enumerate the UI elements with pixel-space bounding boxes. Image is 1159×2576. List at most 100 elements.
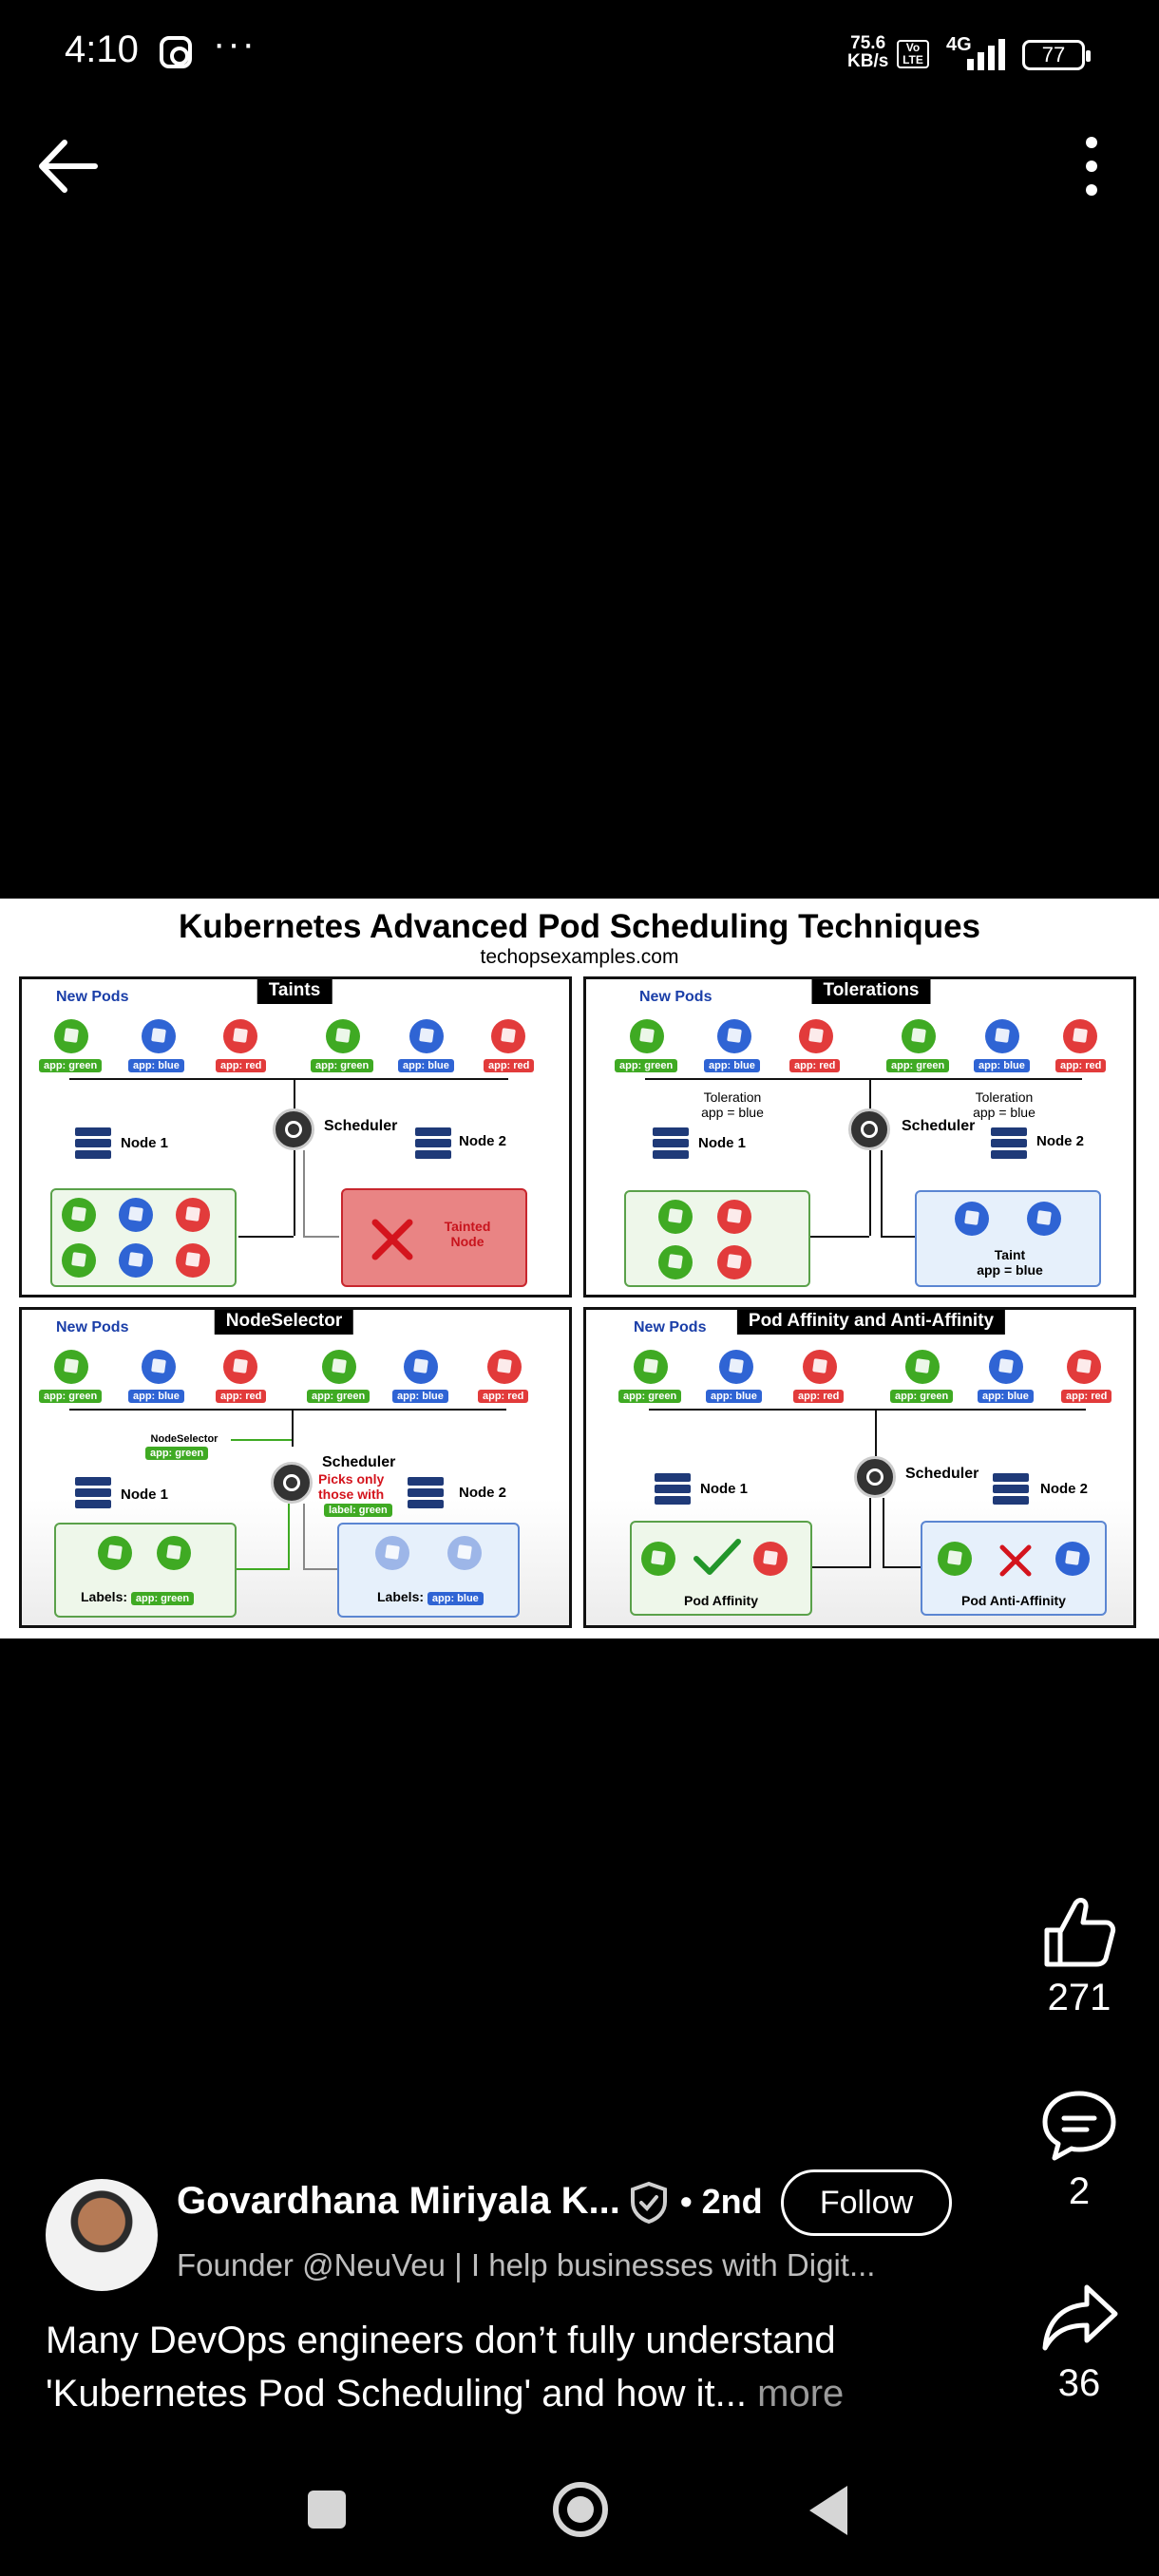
comment-icon: [1042, 2091, 1116, 2161]
pod-green-icon: [630, 1019, 664, 1053]
panel-title-tolerations: Tolerations: [811, 979, 931, 1004]
scheduler-label: Scheduler: [322, 1454, 396, 1470]
post-image[interactable]: Kubernetes Advanced Pod Scheduling Techn…: [0, 899, 1159, 1638]
connection-degree: • 2nd: [680, 2182, 763, 2221]
pod-green-icon: [62, 1243, 96, 1278]
node2-box: Labels: app: blue: [337, 1523, 520, 1618]
label-app-red: app: red: [1055, 1059, 1107, 1072]
panel-title-affinity: Pod Affinity and Anti-Affinity: [736, 1310, 1006, 1335]
label-app-green: app: green: [39, 1059, 103, 1072]
more-vertical-icon[interactable]: [1064, 133, 1121, 199]
label-app-red: app: red: [1061, 1390, 1112, 1403]
network-type: 4G: [946, 34, 972, 55]
pod-green-icon: [902, 1019, 936, 1053]
pod-red-icon: [223, 1350, 257, 1384]
comments-count: 2: [1068, 2170, 1091, 2212]
taint-line2: app = blue: [977, 1262, 1043, 1278]
toleration-note: Toleration app = blue: [957, 1089, 1052, 1120]
scheduler-icon: [271, 1462, 313, 1504]
pod-red-icon: [491, 1019, 525, 1053]
author-name[interactable]: Govardhana Miriyala K...: [177, 2180, 620, 2222]
server-icon: [408, 1477, 444, 1511]
pod-green-icon: [326, 1019, 360, 1053]
pod-green-icon: [905, 1350, 940, 1384]
speed-unit: KB/s: [847, 51, 889, 71]
panel-tolerations: Tolerations New Pods app: green app: blu…: [583, 976, 1136, 1297]
node1-label: Node 1: [121, 1135, 169, 1151]
pod-red-icon: [753, 1542, 788, 1576]
toleration-line1: Toleration: [975, 1089, 1034, 1105]
pod-red-icon: [487, 1350, 522, 1384]
speed-value: 75.6: [850, 33, 886, 53]
volte-top: Vo: [905, 41, 921, 54]
pod-blue-icon: [1027, 1202, 1061, 1236]
pod-green-icon: [641, 1542, 675, 1576]
status-time: 4:10: [65, 28, 139, 70]
pod-blue-icon: [447, 1536, 482, 1570]
pod-green-icon: [54, 1350, 88, 1384]
server-icon: [655, 1473, 691, 1507]
scheduler-icon: [854, 1456, 896, 1498]
tainted-line2: Node: [450, 1234, 484, 1249]
follow-button[interactable]: Follow: [781, 2169, 952, 2236]
post-caption[interactable]: Many DevOps engineers don’t fully unders…: [46, 2314, 920, 2420]
nav-back-icon[interactable]: [809, 2486, 847, 2535]
scheduler-label: Scheduler: [902, 1118, 976, 1134]
pod-blue-icon: [142, 1019, 176, 1053]
pod-green-icon: [322, 1350, 356, 1384]
label-app-blue: app: blue: [706, 1390, 762, 1403]
pod-red-icon: [799, 1019, 833, 1053]
scheduler-label: Scheduler: [905, 1466, 979, 1482]
pod-green-icon: [54, 1019, 88, 1053]
label-app-green: app: green: [39, 1390, 103, 1403]
caption-line2: 'Kubernetes Pod Scheduling' and how it..…: [46, 2367, 920, 2420]
server-icon: [415, 1127, 451, 1162]
avatar[interactable]: [46, 2179, 158, 2291]
labels-value-green: app: green: [130, 1592, 195, 1605]
share-action[interactable]: 36: [1032, 2278, 1127, 2405]
labels-text: Labels:: [377, 1589, 425, 1604]
label-app-blue: app: blue: [398, 1059, 454, 1072]
home-icon[interactable]: [553, 2482, 608, 2537]
caption-line1: Many DevOps engineers don’t fully unders…: [46, 2320, 836, 2361]
pod-red-icon: [176, 1243, 210, 1278]
pod-blue-icon: [142, 1350, 176, 1384]
label-app-red: app: red: [216, 1390, 267, 1403]
label-app-green: app: green: [618, 1390, 682, 1403]
likes-count: 271: [1047, 1977, 1112, 2018]
pod-green-icon: [98, 1536, 132, 1570]
labels-value-blue: app: blue: [427, 1592, 484, 1605]
comment-action[interactable]: 2: [1032, 2086, 1127, 2213]
pod-anti-affinity-box: Pod Anti-Affinity: [921, 1521, 1107, 1616]
toleration-note: Toleration app = blue: [685, 1089, 780, 1120]
instagram-icon: [160, 36, 192, 68]
node1-label: Node 1: [698, 1135, 747, 1151]
pod-green-icon: [658, 1200, 693, 1234]
infographic-subtitle: techopsexamples.com: [480, 946, 679, 968]
battery-level: 77: [1041, 43, 1066, 66]
node1-box: [624, 1190, 810, 1287]
pod-red-icon: [176, 1198, 210, 1232]
pod-red-icon: [1063, 1019, 1097, 1053]
scheduler-icon: [273, 1108, 314, 1150]
shares-count: 36: [1057, 2362, 1101, 2404]
label-app-green: app: green: [311, 1059, 374, 1072]
label-app-blue: app: blue: [128, 1059, 184, 1072]
new-pods-label: New Pods: [56, 1319, 129, 1335]
like-action[interactable]: 271: [1032, 1892, 1127, 2019]
picks-note: Picks only those with: [318, 1471, 404, 1502]
server-icon: [653, 1127, 689, 1162]
label-app-green: app: green: [886, 1059, 950, 1072]
author-headline: Founder @NeuVeu | I help businesses with…: [177, 2247, 876, 2282]
picks-line2: those with: [318, 1487, 385, 1502]
label-app-red: app: red: [216, 1059, 267, 1072]
more-link[interactable]: more: [757, 2373, 845, 2415]
node1-label: Node 1: [700, 1481, 749, 1497]
arrow-left-icon[interactable]: [32, 133, 108, 199]
recents-icon[interactable]: [308, 2491, 346, 2529]
pod-blue-icon: [375, 1536, 409, 1570]
node2-label: Node 2: [459, 1133, 507, 1149]
new-pods-label: New Pods: [639, 989, 712, 1005]
label-app-blue: app: blue: [978, 1390, 1034, 1403]
nodeselector-value: app: green: [145, 1447, 209, 1460]
